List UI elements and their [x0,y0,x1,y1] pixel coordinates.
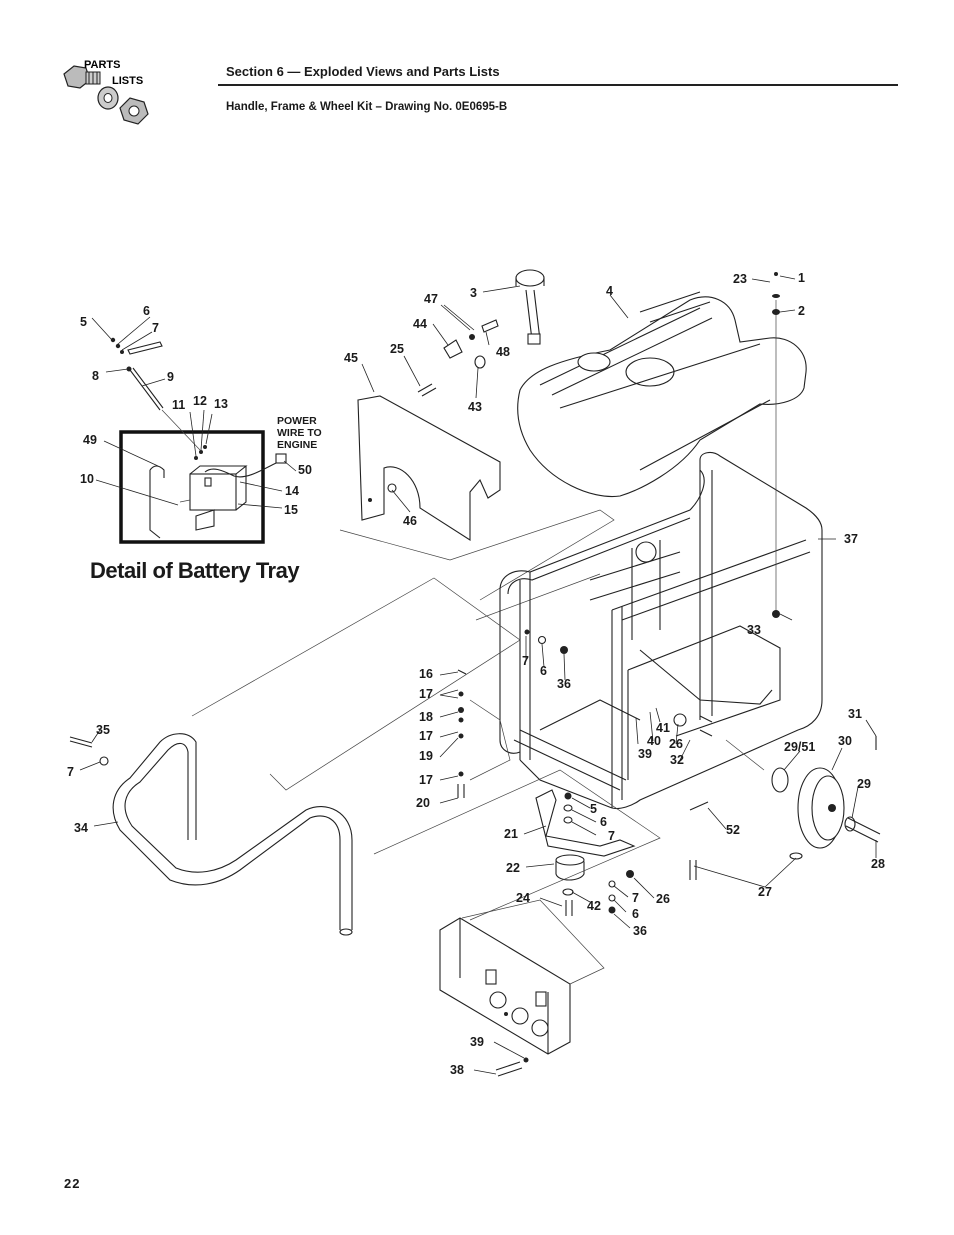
callout: 7 [152,321,159,335]
callout: 5 [590,802,597,816]
callout: 30 [838,734,852,748]
callout: 13 [214,397,228,411]
callout: 28 [871,857,885,871]
fuel-cap-gauge [515,269,545,345]
callout: 41 [656,721,670,735]
callout: 32 [670,753,684,767]
callout: 31 [848,707,862,721]
page-number: 22 [64,1176,81,1191]
callout: 21 [504,827,518,841]
callout: 8 [92,369,99,383]
callout-numbers: 1 2 3 4 5 6 7 8 9 10 11 12 13 14 15 16 1… [67,271,885,1077]
section-title: Section 6 — Exploded Views and Parts Lis… [226,64,500,79]
callout: 36 [557,677,571,691]
fuel-valve-parts [443,319,499,369]
hardware-stack-16-20 [457,669,467,798]
callout: 2 [798,304,805,318]
generator-frame [499,451,823,810]
callout: 6 [600,815,607,829]
callout: 6 [632,907,639,921]
callout: 7 [632,891,639,905]
callout: 7 [67,765,74,779]
callout: 11 [172,398,185,412]
callout: 1 [798,271,805,285]
callout: 10 [80,472,94,486]
callout: 47 [424,292,438,306]
callout: 29/51 [784,740,815,754]
callout: 17 [419,687,433,701]
callout: 44 [413,317,427,331]
callout: 12 [193,394,207,408]
hold-down-rod-hardware [110,337,164,411]
callout: 5 [80,315,87,329]
fuel-tank [517,291,807,498]
callout: 20 [416,796,430,810]
callout: 42 [587,899,601,913]
callout: 9 [167,370,174,384]
callout: 38 [450,1063,464,1077]
callout: 24 [516,891,530,905]
callout: 26 [656,892,670,906]
control-panel [439,917,571,1077]
callout: 29 [857,777,871,791]
logo-lists-text: LISTS [112,75,143,87]
detail-title: Detail of Battery Tray [90,558,300,583]
callout: 50 [298,463,312,477]
callout: 37 [844,532,858,546]
callout: 7 [522,654,529,668]
callout: 26 [669,737,683,751]
callout: 39 [470,1035,484,1049]
callout: 36 [633,924,647,938]
bolt-washer-nut-icon [63,65,149,125]
callout: 27 [758,885,772,899]
callout: 35 [96,723,110,737]
power-note-line2: WIRE TO [277,427,322,439]
callout: 45 [344,351,358,365]
callout: 6 [540,664,547,678]
logo-text: PARTS LISTS [84,59,143,87]
logo-parts-text: PARTS [84,59,120,71]
parts-lists-logo [58,56,158,132]
power-note-line1: POWER [277,415,317,427]
callout: 3 [470,286,477,300]
callout: 4 [606,284,613,298]
callout: 46 [403,514,417,528]
callout: 34 [74,821,88,835]
callout: 48 [496,345,510,359]
callout: 17 [419,729,433,743]
power-note-line3: ENGINE [277,439,317,451]
callout: 33 [747,623,761,637]
callout: 43 [468,400,482,414]
drawing-title: Handle, Frame & Wheel Kit – Drawing No. … [226,101,508,113]
callout: 39 [638,747,652,761]
callout: 6 [143,304,150,318]
callout: 16 [419,667,433,681]
callout: 23 [733,272,747,286]
header-divider [218,84,898,86]
callout: 52 [726,823,740,837]
callout: 40 [647,734,661,748]
callout: 49 [83,433,97,447]
callout: 17 [419,773,433,787]
callout: 14 [285,484,299,498]
callout-leaders [79,275,877,1075]
engine-mounting-panel [357,395,501,542]
wheel-assembly [673,713,881,880]
engine-mount [535,789,636,916]
bolt-25 [417,383,437,397]
callout: 25 [390,342,404,356]
battery-tray-detail [119,430,287,544]
callout: 18 [419,710,433,724]
callout: 22 [506,861,520,875]
handle-assembly [69,733,353,936]
callout: 19 [419,749,433,763]
callout: 7 [608,829,615,843]
callout: 15 [284,503,298,517]
